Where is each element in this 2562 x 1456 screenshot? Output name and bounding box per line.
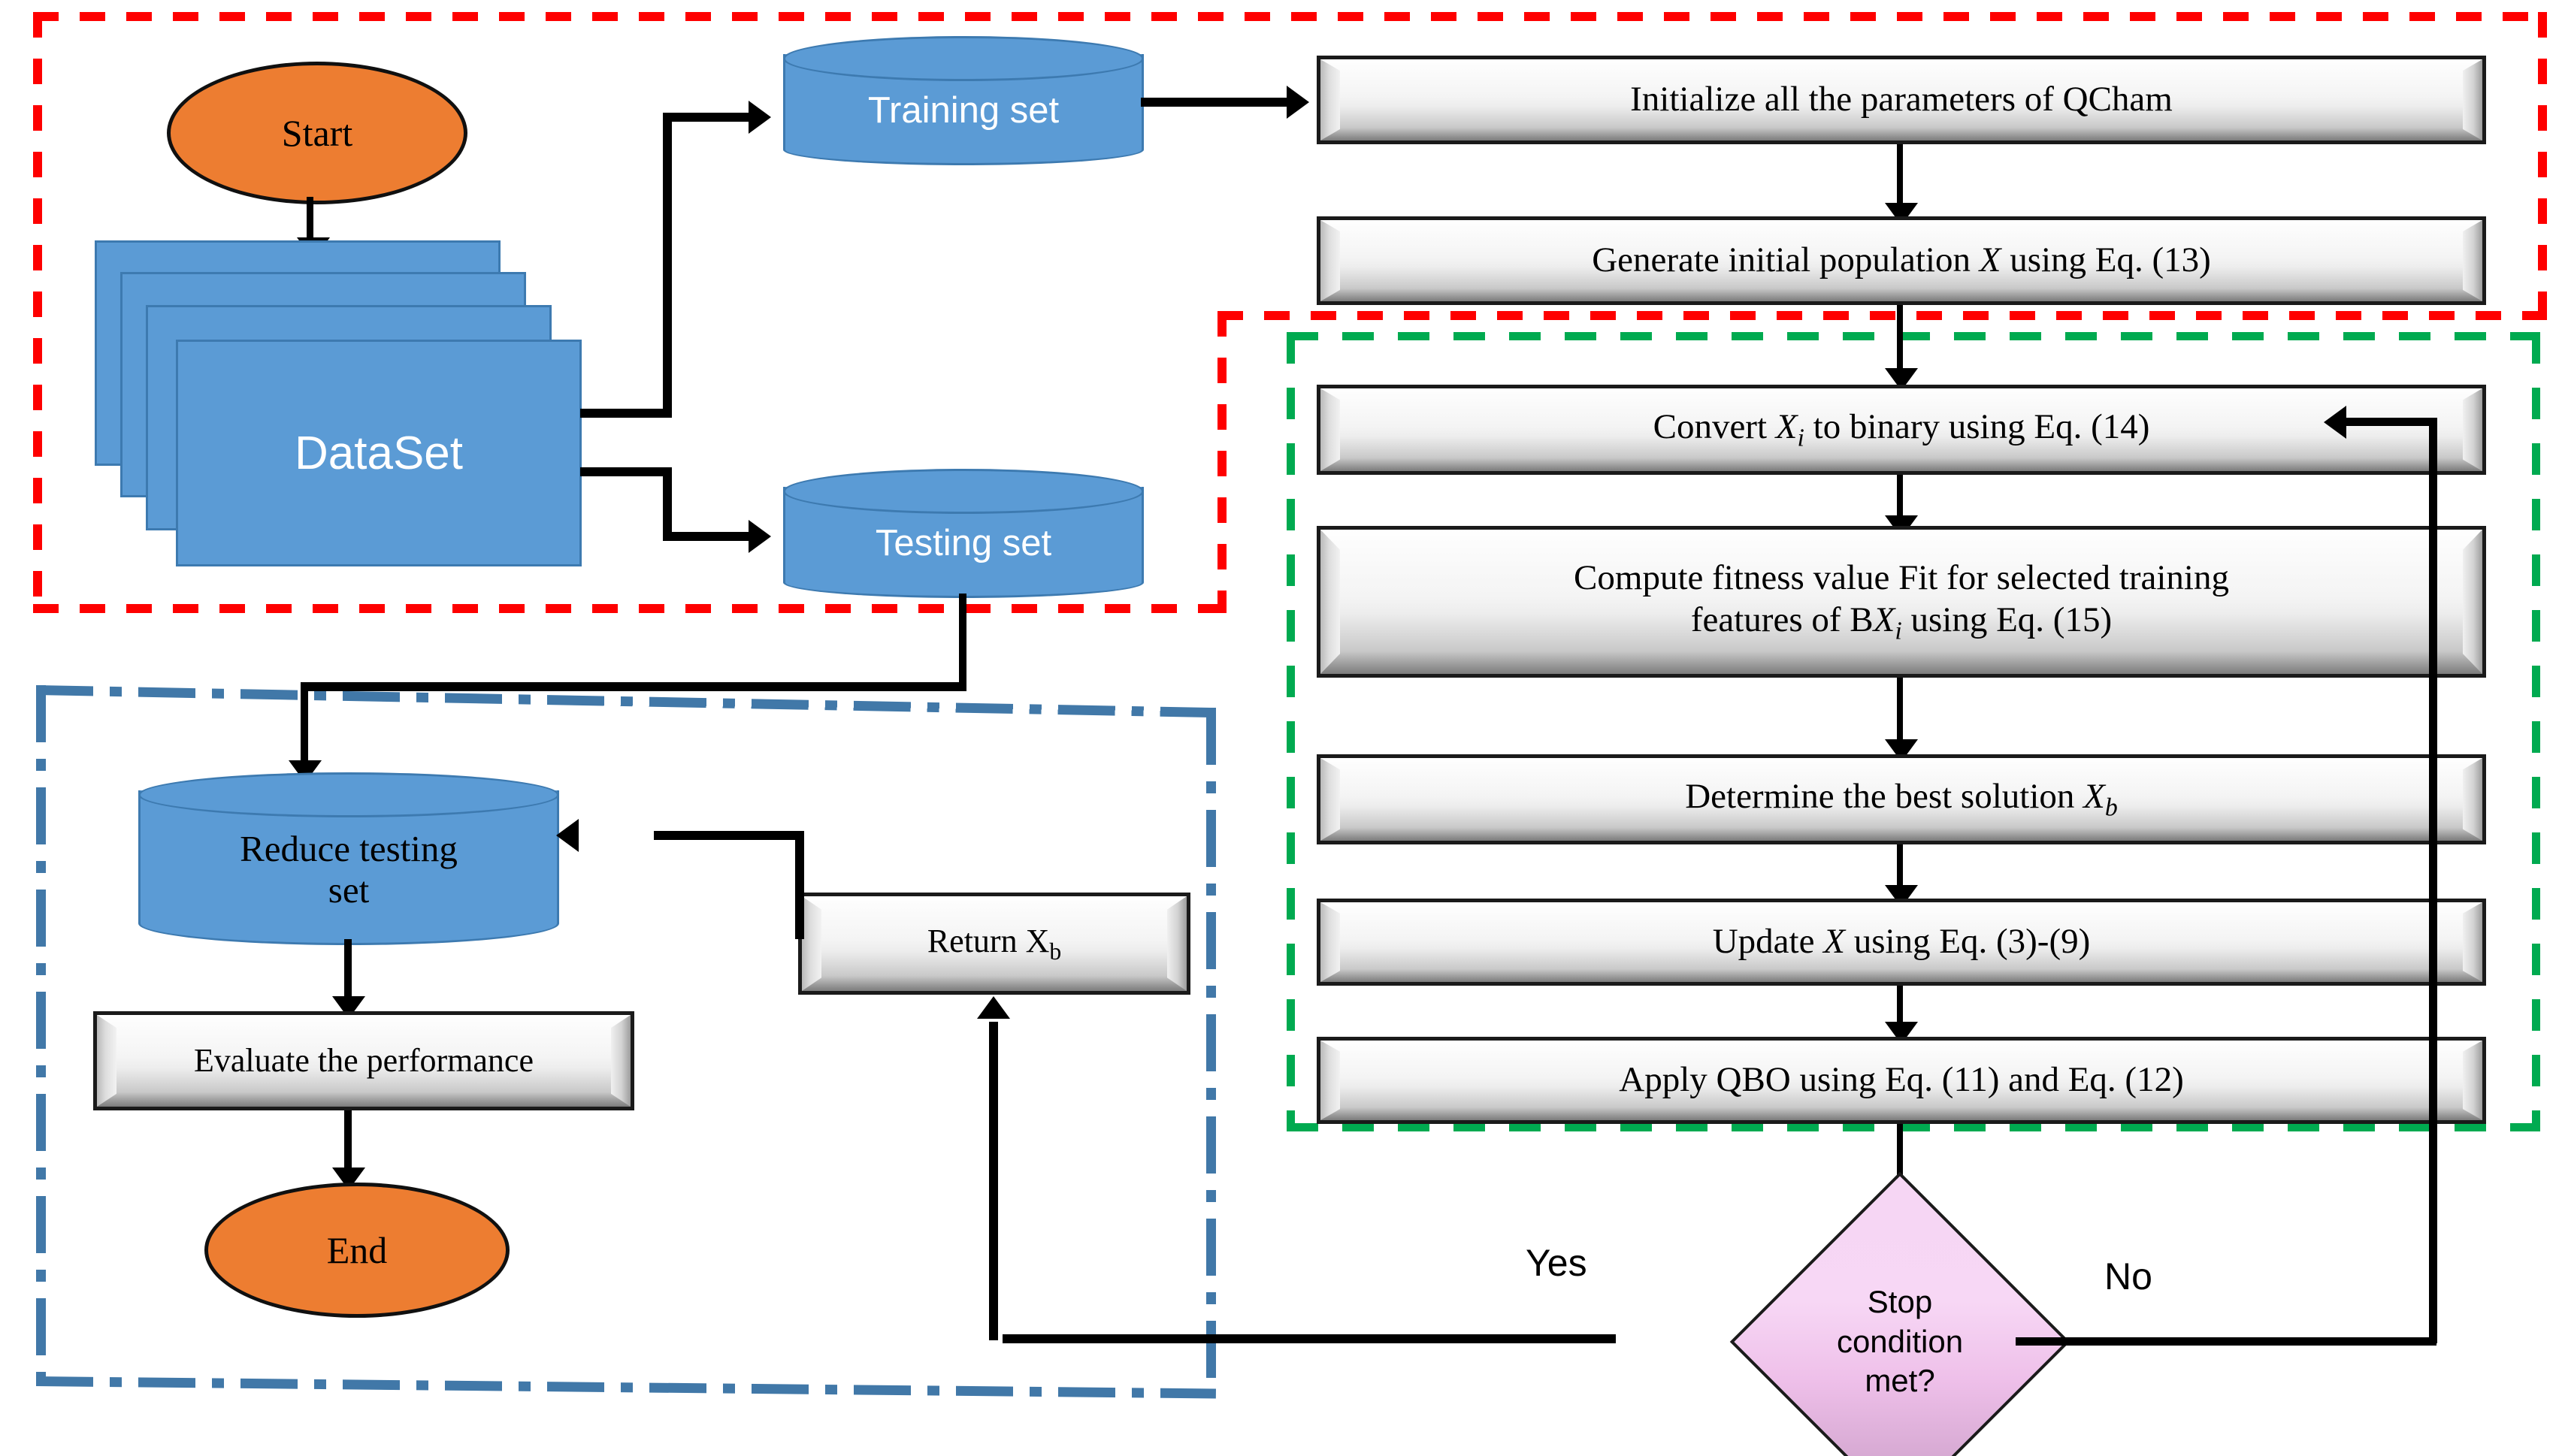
connector-yes-branch-h — [1003, 1334, 1616, 1343]
compute-fitness-label: Compute fitness value Fit for selected t… — [1574, 558, 2229, 645]
apply-qbo-label: Apply QBO using Eq. (11) and Eq. (12) — [1619, 1060, 2184, 1100]
red-region-inner-vertical-edge — [1217, 311, 1227, 613]
connector-generate-to-convert — [1897, 305, 1903, 383]
training-set-cylinder-top — [783, 36, 1144, 81]
arrowhead-to-testing-set — [749, 520, 771, 553]
generate-population-box[interactable]: Generate initial population X using Eq. … — [1317, 216, 2486, 305]
start-terminator[interactable]: Start — [167, 62, 467, 204]
reduce-testing-set-database[interactable]: Reduce testing set — [138, 772, 559, 945]
connector-dataset-to-testing-h2 — [663, 532, 752, 541]
no-edge-label: No — [2104, 1255, 2152, 1297]
connector-init-to-generate — [1897, 144, 1903, 218]
arrowhead-to-training-set — [749, 101, 771, 134]
connector-qbo-to-decision — [1897, 1124, 1903, 1211]
reduce-testing-set-label-line1: Reduce testing — [240, 828, 458, 870]
convert-binary-box[interactable]: Convert Xi to binary using Eq. (14) — [1317, 385, 2486, 475]
stop-condition-line-2: condition — [1836, 1323, 1964, 1359]
connector-dataset-to-training-h2 — [663, 113, 752, 122]
dataset-label: DataSet — [294, 427, 464, 479]
testing-set-label: Testing set — [875, 522, 1052, 563]
stop-condition-decision[interactable]: Stop condition met? — [1729, 1171, 2070, 1456]
generate-population-label: Generate initial population X using Eq. … — [1592, 240, 2211, 280]
green-region-top-edge — [1287, 332, 2540, 340]
stop-condition-line-3: met? — [1865, 1363, 1935, 1399]
connector-dataset-to-testing-v — [663, 467, 672, 541]
connector-evaluate-to-end — [344, 1110, 352, 1180]
red-region-top-edge — [33, 12, 2547, 21]
connector-best-to-update — [1897, 844, 1903, 899]
initialize-parameters-box[interactable]: Initialize all the parameters of QCham — [1317, 56, 2486, 144]
apply-qbo-box[interactable]: Apply QBO using Eq. (11) and Eq. (12) — [1317, 1037, 2486, 1124]
stop-condition-label: Stop condition met? — [1780, 1222, 2020, 1456]
connector-update-to-qbo — [1897, 986, 1903, 1037]
compute-fitness-box[interactable]: Compute fitness value Fit for selected t… — [1317, 526, 2486, 678]
green-region-bottom-edge — [1287, 1123, 2540, 1131]
connector-testing-down — [959, 594, 966, 688]
arrowhead-training-to-init — [1287, 86, 1309, 119]
update-x-box[interactable]: Update X using Eq. (3)-(9) — [1317, 899, 2486, 986]
reduce-testing-set-label: Reduce testing set — [138, 772, 559, 945]
end-terminator[interactable]: End — [204, 1183, 510, 1318]
blue-region-bottom-edge — [35, 1376, 1216, 1399]
yes-edge-label: Yes — [1526, 1242, 1587, 1284]
connector-dataset-to-training-h1 — [580, 409, 672, 418]
evaluate-performance-label: Evaluate the performance — [194, 1042, 534, 1080]
determine-best-label: Determine the best solution Xb — [1685, 776, 2118, 822]
connector-no-branch-h-bottom — [2016, 1337, 2436, 1346]
green-region-left-edge — [1287, 332, 1295, 1131]
red-region-step-edge — [1217, 311, 2547, 320]
connector-yes-branch-v — [989, 1022, 998, 1340]
connector-return-to-reduce-h — [654, 831, 804, 840]
testing-set-cylinder-top — [783, 469, 1144, 514]
connector-start-to-dataset — [307, 197, 313, 240]
stop-condition-line-1: Stop — [1867, 1284, 1933, 1320]
training-set-label: Training set — [867, 89, 1060, 131]
connector-reduce-to-evaluate — [344, 939, 352, 1008]
red-region-right-upper-edge — [2538, 12, 2547, 320]
connector-testing-left — [301, 682, 966, 691]
connector-convert-to-fitness — [1897, 475, 1903, 529]
testing-set-database[interactable]: Testing set — [783, 469, 1144, 598]
initialize-parameters-label: Initialize all the parameters of QCham — [1630, 80, 2173, 119]
blue-region-left-edge — [36, 685, 46, 1384]
compute-fitness-line-1: Compute fitness value Fit for selected t… — [1574, 558, 2229, 598]
update-x-label: Update X using Eq. (3)-(9) — [1712, 922, 2091, 962]
connector-no-branch-h-top — [2337, 418, 2436, 426]
end-label: End — [326, 1229, 388, 1271]
return-xb-label: Return Xb — [927, 922, 1062, 965]
arrowhead-return-to-reduce — [556, 819, 579, 852]
dataset-sheet-front: DataSet — [176, 340, 582, 566]
red-region-left-edge — [33, 12, 42, 613]
convert-binary-label: Convert Xi to binary using Eq. (14) — [1653, 406, 2150, 452]
blue-region-right-edge — [1206, 708, 1216, 1384]
connector-no-branch-v — [2429, 418, 2437, 1343]
green-region-right-edge — [2532, 332, 2540, 1131]
arrowhead-no-back-to-convert — [2324, 406, 2346, 439]
training-set-database[interactable]: Training set — [783, 36, 1144, 165]
start-label: Start — [281, 112, 353, 154]
reduce-testing-set-label-line2: set — [328, 869, 370, 911]
evaluate-performance-box[interactable]: Evaluate the performance — [93, 1011, 634, 1110]
return-xb-box[interactable]: Return Xb — [798, 893, 1190, 995]
connector-dataset-to-testing-h1 — [580, 467, 672, 476]
connector-testing-to-reduce-v — [301, 682, 308, 774]
red-region-bottom-edge — [33, 604, 1227, 613]
connector-dataset-to-training-v — [663, 113, 672, 413]
connector-fitness-to-best — [1897, 678, 1903, 753]
connector-training-to-init — [1141, 98, 1291, 107]
determine-best-box[interactable]: Determine the best solution Xb — [1317, 754, 2486, 844]
arrowhead-yes-to-return-xb — [977, 996, 1010, 1019]
reduce-testing-set-cylinder-top — [138, 772, 559, 817]
connector-return-to-reduce-v — [795, 831, 804, 939]
